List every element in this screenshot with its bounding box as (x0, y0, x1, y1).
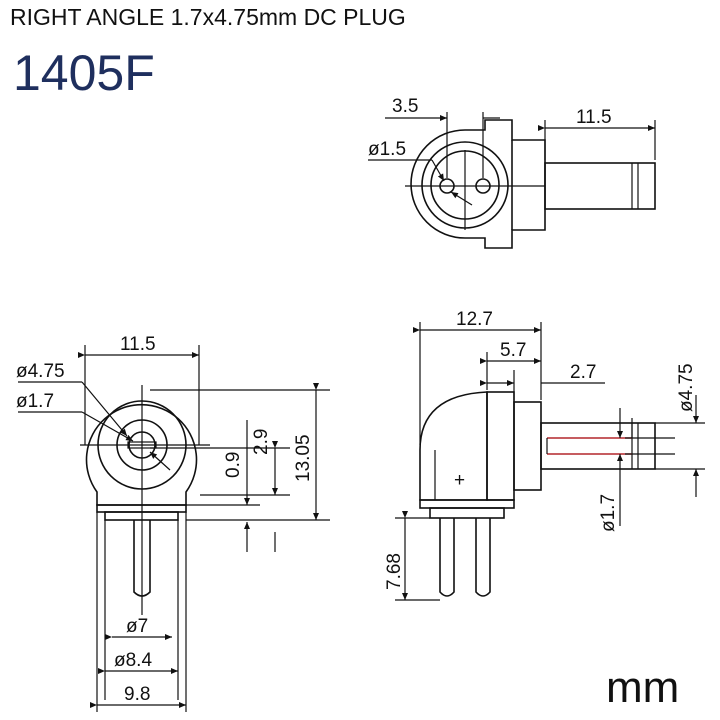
front-dim-offset-small: 0.9 (223, 452, 244, 478)
front-dim-pin-pitch-84: ø8.4 (114, 650, 152, 671)
side-block (486, 391, 515, 501)
top-dim-pin-diameter: ø1.5 (368, 139, 406, 160)
side-dim-barrel-id: ø1.7 (598, 494, 619, 532)
front-dim-pin-pitch-7: ø7 (126, 616, 148, 637)
front-view: 11.5 ø4.75 ø1.7 13.05 2.9 0.9 ø7 ø8.4 (16, 334, 330, 712)
side-dim-pin-length: 7.68 (384, 553, 405, 590)
part-number: 1405F (13, 45, 155, 101)
side-dim-barrel-od: ø4.75 (676, 363, 697, 412)
top-view: 3.5 11.5 ø1.5 (368, 96, 656, 249)
side-barrel (540, 422, 656, 470)
side-polarity-mark: + (454, 470, 465, 491)
front-body-outline (85, 403, 198, 506)
front-dim-inner-diameter: ø1.7 (16, 391, 54, 412)
side-pin-2 (475, 518, 491, 597)
drawing-title: RIGHT ANGLE 1.7x4.75mm DC PLUG (10, 4, 406, 30)
top-body-outline (410, 119, 546, 249)
side-base-2 (429, 507, 505, 519)
side-dim-body: 5.7 (500, 340, 526, 361)
top-dim-barrel-length: 11.5 (576, 107, 612, 128)
side-base (419, 499, 515, 509)
side-pin-1 (439, 518, 455, 597)
side-dim-step: 2.7 (570, 362, 596, 383)
side-collar (513, 401, 542, 491)
front-dim-offset-large: 2.9 (251, 429, 272, 455)
side-dim-length: 12.7 (456, 309, 493, 330)
front-dim-base-width: 9.8 (124, 684, 150, 705)
front-dim-outer-diameter: ø4.75 (16, 361, 65, 382)
top-dim-pin-offset: 3.5 (392, 96, 418, 117)
side-view: + 12.7 5.7 2.7 ø4.75 ø1.7 7.68 (384, 309, 705, 601)
front-dim-height: 13.05 (293, 434, 314, 482)
front-dim-width: 11.5 (120, 334, 156, 355)
units-label: mm (606, 663, 679, 712)
